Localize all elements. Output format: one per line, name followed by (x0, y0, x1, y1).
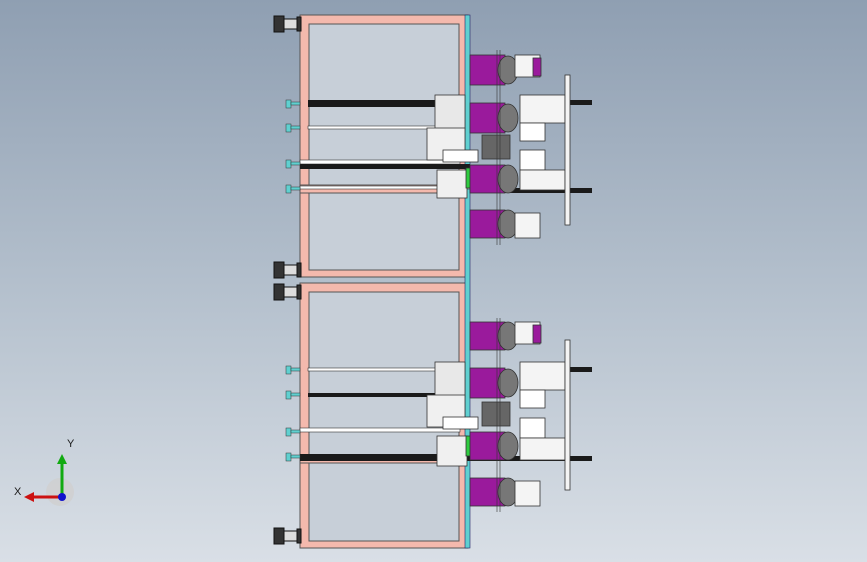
mount-lines (496, 50, 501, 512)
triad-base-icon (46, 478, 74, 506)
leveling-feet[interactable] (273, 15, 302, 545)
lower-mechanism[interactable] (426, 339, 571, 491)
coordinate-triad: Y X (10, 438, 80, 510)
upper-mechanism[interactable] (426, 74, 571, 226)
y-axis-label: Y (67, 438, 75, 450)
z-axis-icon (58, 493, 66, 501)
side-plate[interactable] (464, 14, 471, 549)
x-axis-label: X (14, 486, 22, 498)
rail-end-caps (285, 99, 301, 462)
motors[interactable] (469, 54, 542, 507)
